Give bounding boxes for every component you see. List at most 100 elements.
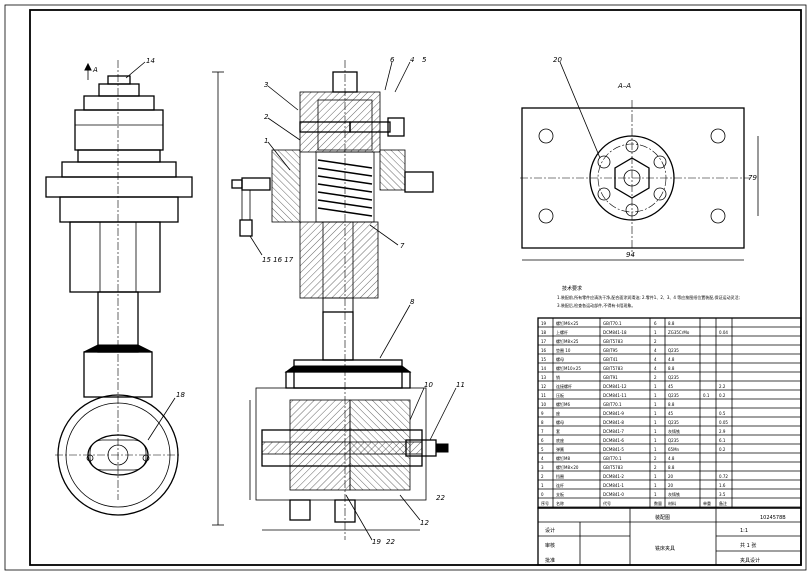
bom-cell-no: 16	[541, 348, 547, 353]
section-title: A–A	[617, 82, 631, 90]
bom-cell-code: GB/T70.1	[603, 321, 622, 326]
bom-cell-mat: ZG35CrMo	[668, 330, 690, 335]
bom-cell-name: 挡圈	[556, 473, 564, 479]
bom-cell-no: 11	[541, 393, 547, 398]
bom-cell-qty: 1	[654, 492, 657, 497]
callout-1: 1	[264, 137, 268, 145]
bom-cell-w: 0.1	[703, 393, 710, 398]
outer-border	[4, 4, 807, 571]
bom-cell-no: 2	[541, 474, 544, 479]
bom-header-w: 单重	[703, 500, 711, 506]
bom-cell-no: 4	[541, 456, 544, 461]
bom-cell-qty: 4	[654, 348, 657, 353]
bom-cell-no: 0	[541, 492, 544, 497]
notes-line-1: 1.装配前,所有零件应清洗干净,配合面涂润滑油; 2.零件1、2、3、4 等应按…	[557, 294, 740, 300]
bom-cell-no: 15	[541, 357, 547, 362]
bom-cell-code: GB/T70.1	[603, 456, 622, 461]
center-section-view: 3 2 1 6 4 5 7 8 15 16 17 10 11 12 19 22 …	[212, 56, 465, 546]
bom-cell-code: GB/T5783	[603, 366, 623, 371]
bom-cell-no: 13	[541, 375, 547, 380]
bom-header-no: 序号	[541, 500, 549, 506]
bom-cell-mat: 20	[668, 483, 674, 488]
bom-cell-no: 10	[541, 402, 547, 407]
title-approved: 批准	[545, 557, 555, 564]
bom-cell-no: 18	[541, 330, 547, 335]
callout-11: 11	[456, 381, 465, 389]
left-view: A 18 14	[45, 57, 193, 516]
bom-cell-qty: 6	[654, 321, 657, 326]
bom-cell-mat: 灰铸铁	[668, 428, 680, 434]
bom-cell-no: 9	[541, 411, 544, 416]
bom-header-code: 代号	[603, 500, 611, 506]
bom-cell-name: 螺钉M8×20	[556, 464, 579, 470]
bom-cell-qty: 2	[654, 456, 657, 461]
bom-cell-qty: 2	[654, 375, 657, 380]
notes-line-2: 3.装配后,检查各运动部件,不得有卡阻现象。	[557, 302, 635, 308]
bom-cell-no: 14	[541, 366, 547, 371]
bom-cell-mat: Q235	[668, 348, 679, 353]
bom-header-mat: 材料	[668, 500, 676, 506]
bom-cell-note: 0.2	[719, 393, 726, 398]
bom-cell-code: DCM841-12	[603, 384, 627, 389]
bom-cell-qty: 1	[654, 384, 657, 389]
bom-cell-no: 8	[541, 420, 544, 425]
bom-cell-code: DCM841-5	[603, 447, 624, 452]
callout-5: 5	[422, 56, 427, 64]
bom-cell-note: 0.2	[719, 447, 726, 452]
bom-header-note: 备注	[719, 500, 727, 506]
title-company: 夹具设计	[740, 557, 760, 564]
inner-border	[29, 9, 802, 566]
title-scale: 1:1	[740, 528, 748, 534]
callout-4: 4	[410, 56, 414, 64]
bom-cell-note: 0.72	[719, 474, 728, 479]
bom-cell-qty: 1	[654, 420, 657, 425]
bom-cell-code: DCM841-6	[603, 438, 624, 443]
bom-cell-note: 0.05	[719, 420, 728, 425]
bom-cell-name: 螺钉M6	[556, 401, 570, 407]
callout-2: 2	[264, 113, 269, 121]
bom-cell-no: 1	[541, 483, 544, 488]
title-drawn: 设计	[545, 527, 555, 534]
bom-cell-no: 17	[541, 339, 547, 344]
bom-cell-code: DCM841-0	[603, 492, 624, 497]
section-a-a-view: A–A 20 94 79	[520, 56, 759, 261]
bom-cell-code: DCM841-1	[603, 483, 624, 488]
bom-cell-name: 座	[556, 410, 560, 416]
callout-15-16-17: 15 16 17	[262, 256, 294, 264]
callout-14: 14	[146, 57, 155, 65]
callout-20: 20	[553, 56, 562, 64]
bom-cell-qty: 4	[654, 366, 657, 371]
bom-cell-name: 连杆	[556, 482, 564, 488]
bom-cell-name: 连接螺杆	[556, 383, 572, 389]
bom-cell-qty: 1	[654, 429, 657, 434]
bom-cell-qty: 4	[654, 357, 657, 362]
title-part: 铣床夹具	[655, 545, 675, 552]
callout-6: 6	[390, 56, 395, 64]
technical-notes: 技术要求 1.装配前,所有零件应清洗干净,配合面涂润滑油; 2.零件1、2、3、…	[557, 285, 740, 308]
bom-cell-mat: 4.8	[668, 357, 675, 362]
bom-cell-mat: 65Mn	[668, 447, 680, 452]
bom-cell-qty: 2	[654, 339, 657, 344]
bom-cell-name: 螺钉M10×25	[556, 365, 581, 371]
bom-cell-name: 螺钉M8	[556, 455, 570, 461]
bom-cell-name: 弹簧	[556, 446, 564, 452]
bom-cell-name: 垫圈 10	[556, 347, 571, 353]
bom-cell-qty: 1	[654, 393, 657, 398]
bom-cell-name: 螺母	[556, 356, 564, 362]
bom-cell-qty: 1	[654, 402, 657, 407]
bom-cell-qty: 1	[654, 438, 657, 443]
bom-cell-qty: 1	[654, 411, 657, 416]
callout-7: 7	[400, 242, 405, 250]
title-sheet: 共 1 张	[740, 542, 756, 549]
callout-18: 18	[176, 391, 185, 399]
title-checked: 审核	[545, 542, 555, 549]
bom-cell-qty: 1	[654, 330, 657, 335]
bom-cell-note: 2.2	[719, 384, 726, 389]
bom-cell-name: 压板	[556, 392, 564, 398]
bom-cell-code: GB/T70.1	[603, 402, 622, 407]
bom-cell-name: 螺母	[556, 419, 564, 425]
bom-cell-note: 0.04	[719, 330, 728, 335]
bom-cell-mat: 灰铸铁	[668, 491, 680, 497]
dim-width: 94	[626, 251, 635, 259]
